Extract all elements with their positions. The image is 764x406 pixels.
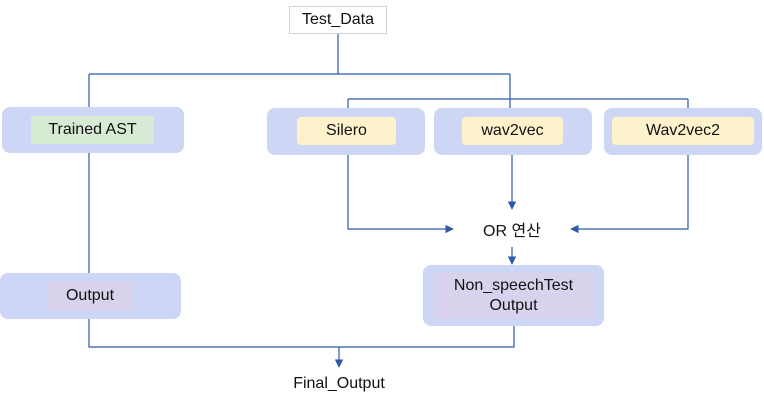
connector-output-down bbox=[88, 319, 515, 348]
output-label: Output bbox=[65, 287, 115, 304]
silero-label: Silero bbox=[326, 122, 367, 139]
connector-silero-to-or bbox=[347, 155, 454, 234]
test-data-label: Test_Data bbox=[301, 11, 375, 28]
silero-node: Silero bbox=[297, 117, 396, 145]
nonspeech-node: Non_speechTest Output bbox=[433, 272, 594, 319]
test-data-node: Test_Data bbox=[289, 6, 387, 34]
output-node: Output bbox=[48, 282, 132, 310]
trained-ast-label: Trained AST bbox=[48, 121, 137, 138]
wav2vec2-label: Wav2vec2 bbox=[645, 122, 721, 139]
final-output-node: Final_Output bbox=[274, 371, 404, 397]
wav2vec-label: wav2vec bbox=[481, 122, 544, 139]
wav2vec2-node: Wav2vec2 bbox=[612, 117, 754, 145]
or-operation-label: OR 연산 bbox=[483, 223, 541, 240]
or-operation-node: OR 연산 bbox=[462, 216, 562, 242]
final-output-label: Final_Output bbox=[293, 375, 385, 392]
nonspeech-label: Non_speechTest Output bbox=[453, 276, 574, 314]
wav2vec-node: wav2vec bbox=[462, 117, 563, 145]
connector-wav2vec2-to-or bbox=[570, 155, 689, 234]
trained-ast-node: Trained AST bbox=[31, 116, 154, 144]
